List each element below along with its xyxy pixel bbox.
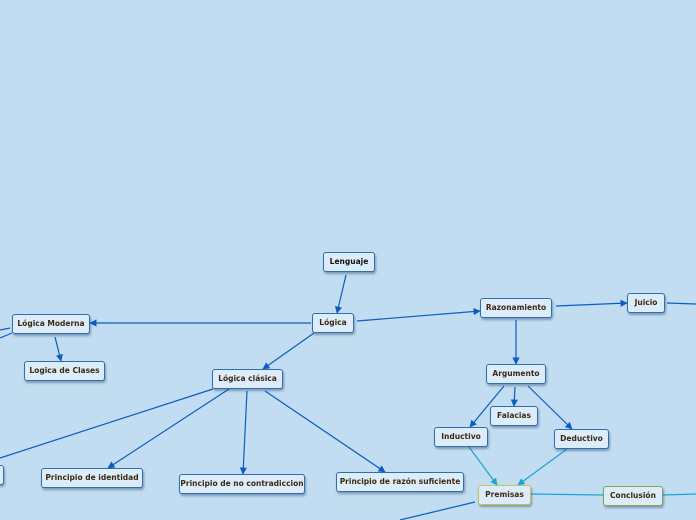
node-principio-identidad[interactable]: Principio de identidad bbox=[41, 468, 143, 488]
node-inductivo[interactable]: Inductivo bbox=[434, 427, 488, 447]
node-conclusion[interactable]: Conclusión bbox=[603, 486, 663, 506]
edge-clasica-razon bbox=[264, 390, 386, 473]
node-logica-clasica[interactable]: Lógica clásica bbox=[212, 369, 283, 389]
node-logica-moderna[interactable]: Lógica Moderna bbox=[12, 314, 90, 334]
edge-moderna-clases bbox=[54, 336, 63, 362]
node-juicio[interactable]: Juicio bbox=[627, 293, 665, 313]
edge-logica-clasica bbox=[262, 332, 315, 370]
node-principio-no-contradiccion[interactable]: Principio de no contradiccion bbox=[179, 474, 305, 494]
node-logica[interactable]: Lógica bbox=[312, 313, 354, 333]
edge-moderna-offscreen bbox=[0, 332, 13, 339]
edge-premisas-offscreen bbox=[399, 501, 476, 520]
node-falacias[interactable]: Falacias bbox=[490, 406, 538, 426]
edge-lenguaje-logica bbox=[334, 274, 347, 314]
node-razonamiento[interactable]: Razonamiento bbox=[480, 298, 552, 318]
edge-clasica-identidad bbox=[107, 388, 230, 469]
edge-juicio-offscreen bbox=[666, 302, 696, 305]
node-principio-razon-suficiente[interactable]: Principio de razón suficiente bbox=[336, 472, 464, 492]
node-logica-clases[interactable]: Logica de Clases bbox=[24, 361, 105, 381]
edge-moderna-offscreen-2 bbox=[0, 327, 11, 331]
edge-inductivo-premisas bbox=[468, 446, 498, 486]
node-lenguaje[interactable]: Lenguaje bbox=[323, 252, 375, 272]
node-deductivo[interactable]: Deductivo bbox=[554, 429, 609, 449]
edge-clasica-nocontradiccion bbox=[239, 390, 248, 475]
edge-razonamiento-juicio bbox=[555, 299, 628, 307]
node-argumento[interactable]: Argumento bbox=[486, 364, 546, 384]
edge-premisas-conclusion bbox=[530, 493, 604, 496]
node-offscreen-left[interactable] bbox=[0, 465, 4, 485]
edge-argumento-falacias bbox=[510, 386, 518, 407]
edge-deductivo-premisas bbox=[517, 448, 568, 486]
edge-logica-razonamiento bbox=[356, 307, 481, 322]
node-premisas[interactable]: Premisas bbox=[478, 485, 531, 505]
edge-conclusion-offscreen bbox=[662, 493, 696, 496]
edge-argumento-deductivo bbox=[527, 385, 573, 430]
edge-clasica-offscreen bbox=[0, 388, 214, 459]
edge-argumento-inductivo bbox=[469, 385, 505, 428]
